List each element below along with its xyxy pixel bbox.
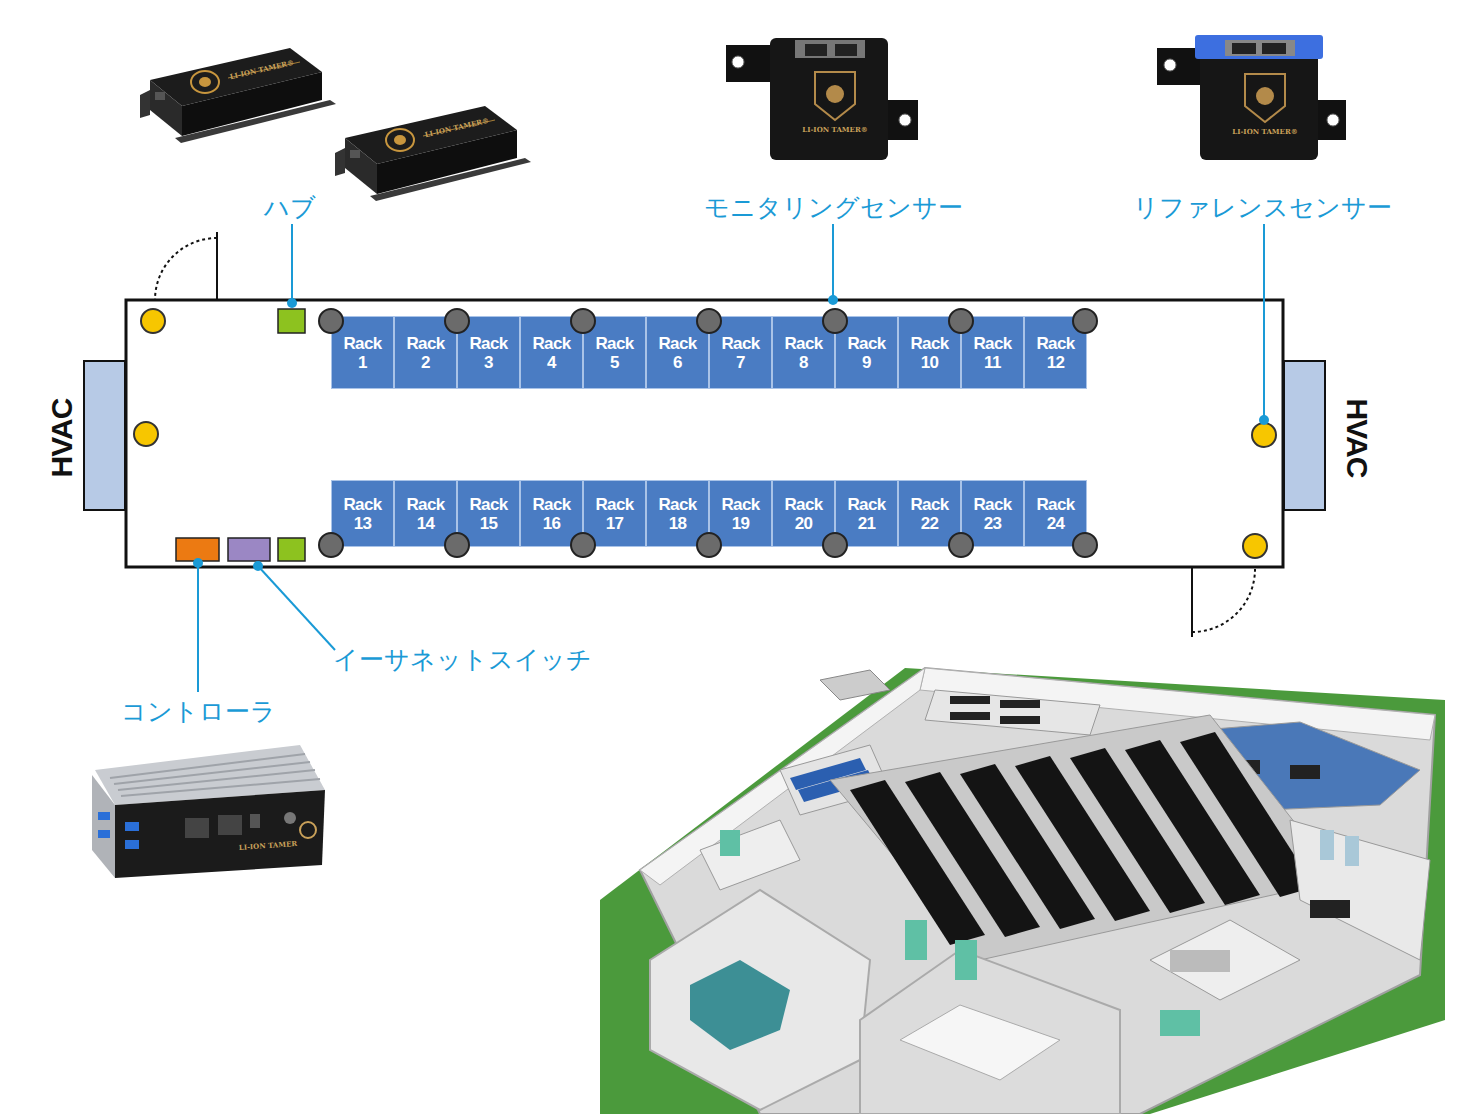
rack-box: Rack 22 (898, 480, 961, 547)
brand-logo: LI-ION TAMER® (1232, 128, 1297, 136)
rack-label: Rack 1 (340, 334, 386, 372)
rack-label: Rack 17 (592, 495, 638, 533)
room-outline (126, 300, 1283, 567)
callout-label: モニタリングセンサー (704, 194, 963, 222)
rack-label: Rack 20 (781, 495, 827, 533)
rack-box: Rack 20 (772, 480, 835, 547)
rack-box: Rack 11 (961, 316, 1024, 389)
rack-label: Rack 24 (1033, 495, 1079, 533)
rack-box: Rack 15 (457, 480, 520, 547)
rack-label: Rack 19 (718, 495, 764, 533)
rack-box: Rack 12 (1024, 316, 1087, 389)
rack-label: Rack 23 (970, 495, 1016, 533)
reference-sensor-device (1157, 35, 1346, 160)
rack-box: Rack 3 (457, 316, 520, 389)
brand-logo: LI-ION TAMER® (424, 117, 490, 140)
callout-label: イーサネットスイッチ (333, 646, 592, 674)
rack-box: Rack 24 (1024, 480, 1087, 547)
rack-box: Rack 17 (583, 480, 646, 547)
leader-lines (198, 224, 1264, 692)
rack-box: Rack 16 (520, 480, 583, 547)
rack-box: Rack 8 (772, 316, 835, 389)
rack-label: Rack 5 (592, 334, 638, 372)
rack-label: Rack 18 (655, 495, 701, 533)
rack-label: Rack 22 (907, 495, 953, 533)
brand-logo: LI-ION TAMER® (802, 126, 867, 134)
hub-device (140, 48, 336, 143)
rack-label: Rack 13 (340, 495, 386, 533)
rack-label: Rack 4 (529, 334, 575, 372)
rack-label: Rack 9 (844, 334, 890, 372)
rack-label: Rack 3 (466, 334, 512, 372)
callout-label: ハブ (264, 194, 316, 222)
switch-marker (228, 538, 270, 561)
rack-box: Rack 9 (835, 316, 898, 389)
controller-marker (176, 538, 219, 561)
rack-label: Rack 11 (970, 334, 1016, 372)
door-swing (155, 238, 217, 300)
rack-box: Rack 2 (394, 316, 457, 389)
rack-box: Rack 13 (331, 480, 394, 547)
hvac-label: HVAC (47, 398, 77, 477)
rack-box: Rack 19 (709, 480, 772, 547)
rack-box: Rack 18 (646, 480, 709, 547)
door (1191, 567, 1193, 637)
rack-box: Rack 1 (331, 316, 394, 389)
rack-box: Rack 21 (835, 480, 898, 547)
rack-label: Rack 7 (718, 334, 764, 372)
rack-label: Rack 10 (907, 334, 953, 372)
rack-box: Rack 23 (961, 480, 1024, 547)
hub-marker (278, 538, 305, 561)
rack-box: Rack 6 (646, 316, 709, 389)
hvac-unit: HVAC (83, 360, 126, 511)
rack-box: Rack 14 (394, 480, 457, 547)
rack-label: Rack 16 (529, 495, 575, 533)
hvac-label: HVAC (1342, 398, 1372, 477)
hvac-unit: HVAC (1283, 360, 1326, 511)
callout-label: リファレンスセンサー (1133, 194, 1392, 222)
door (216, 232, 218, 300)
rack-label: Rack 6 (655, 334, 701, 372)
rack-box: Rack 4 (520, 316, 583, 389)
rack-label: Rack 2 (403, 334, 449, 372)
controller-device (92, 745, 325, 878)
brand-logo: LI-ION TAMER (239, 840, 298, 852)
leader-dots (193, 295, 1269, 571)
brand-logo: LI-ION TAMER® (229, 59, 295, 82)
datacenter-illustration (600, 668, 1445, 1114)
rack-label: Rack 15 (466, 495, 512, 533)
hub-device (335, 106, 531, 201)
monitoring-sensor-device (726, 38, 918, 160)
rack-box: Rack 7 (709, 316, 772, 389)
hub-marker (278, 309, 305, 333)
rack-label: Rack 8 (781, 334, 827, 372)
rack-box: Rack 10 (898, 316, 961, 389)
door-swing (1192, 569, 1255, 632)
callout-label: コントローラ (121, 698, 276, 726)
rack-label: Rack 21 (844, 495, 890, 533)
monitoring-sensor-markers (319, 309, 1097, 557)
reference-sensor-markers (134, 309, 1276, 558)
rack-label: Rack 14 (403, 495, 449, 533)
rack-box: Rack 5 (583, 316, 646, 389)
rack-label: Rack 12 (1033, 334, 1079, 372)
